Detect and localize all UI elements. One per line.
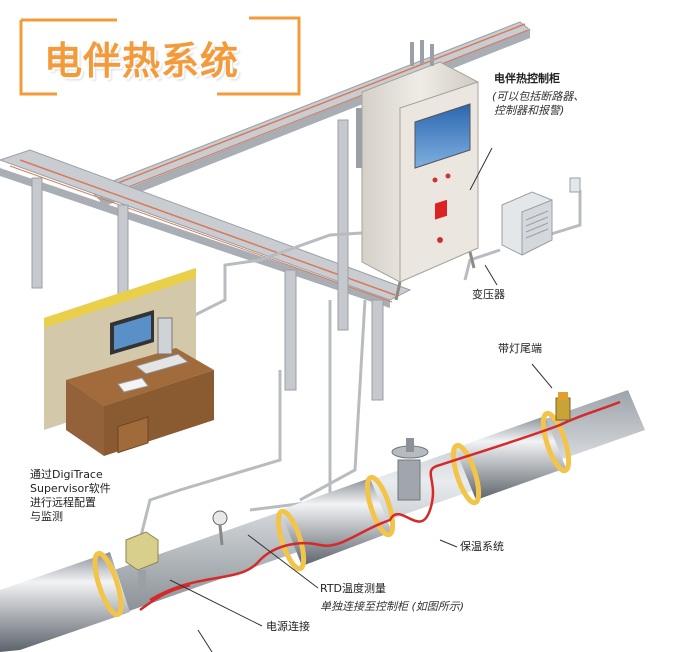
- rtd-label: RTD温度测量: [320, 582, 387, 595]
- cabinet-label: 电伴热控制柜: [494, 72, 560, 85]
- rtd-note: 单独连接至控制柜 (如图所示): [320, 600, 465, 613]
- software-label-line3: 进行远程配置: [30, 496, 96, 509]
- conduit-lines: [138, 190, 582, 541]
- control-cabinet: [356, 40, 479, 301]
- computer-station: [44, 268, 214, 456]
- support-columns: [31, 119, 384, 401]
- transformer: [501, 177, 581, 256]
- leader-lines: [169, 147, 553, 652]
- cabinet-note-line1: (可以包括断路器、: [492, 90, 585, 103]
- end-light-label: 带灯尾端: [498, 342, 542, 355]
- cabinet-note-line2: 控制器和报警): [494, 104, 565, 117]
- software-label-line1: 通过DigiTrace: [30, 468, 103, 481]
- diagram-title: 电伴热系统: [44, 39, 240, 83]
- software-label-line4: 与监测: [30, 510, 63, 523]
- title-frame: [19, 16, 301, 96]
- power-connection-label: 电源连接: [266, 620, 310, 633]
- transformer-label: 变压器: [472, 288, 505, 301]
- pipe-assembly: [0, 390, 645, 652]
- software-label-line2: Supervisor软件: [30, 482, 111, 495]
- insulation-label: 保温系统: [460, 540, 504, 553]
